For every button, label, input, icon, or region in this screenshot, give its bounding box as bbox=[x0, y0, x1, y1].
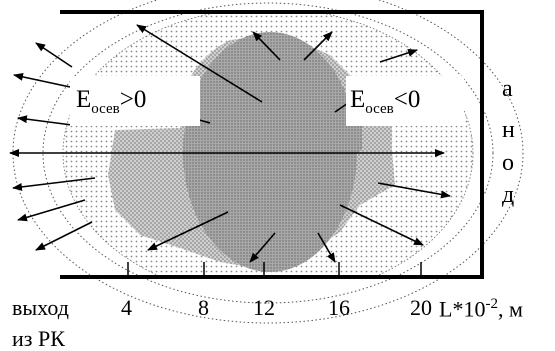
axis-unit-exponent: -2 bbox=[485, 296, 498, 312]
field-label-positive-rel: >0 bbox=[119, 86, 147, 113]
field-arrow bbox=[17, 115, 73, 126]
anode-letter: н bbox=[502, 117, 515, 143]
core-bump bbox=[340, 125, 362, 160]
field-label-negative: Eосев<0 bbox=[346, 76, 464, 126]
field-arrow bbox=[35, 42, 73, 68]
anode-letter: о bbox=[502, 150, 514, 176]
field-label-negative-symbol: E bbox=[350, 86, 366, 113]
field-arrow bbox=[35, 221, 93, 251]
field-arrow bbox=[17, 199, 86, 222]
field-label-positive: Eосев>0 bbox=[70, 76, 200, 126]
outer-ellipse-2 bbox=[42, 2, 494, 304]
field-arrow bbox=[13, 72, 71, 88]
tick-label: 4 bbox=[121, 295, 132, 320]
field-arrow bbox=[339, 204, 424, 246]
field-arrow bbox=[136, 24, 263, 103]
field-label-negative-rel: <0 bbox=[393, 86, 421, 113]
field-arrow bbox=[317, 232, 336, 263]
field-arrow bbox=[303, 31, 333, 61]
axis-exit-label-line2: из РК bbox=[12, 326, 65, 351]
field-arrow bbox=[379, 48, 418, 63]
field-arrow bbox=[249, 232, 276, 263]
outer-ellipse-1 bbox=[12, 0, 524, 324]
field-arrow bbox=[147, 211, 229, 251]
axis-ticks bbox=[127, 262, 422, 277]
axis-unit-label: L*10-2, м bbox=[439, 297, 523, 320]
field-label-positive-symbol: E bbox=[76, 86, 92, 113]
tick-label: 20 bbox=[410, 295, 432, 320]
field-label-positive-sub: осев bbox=[91, 101, 120, 117]
tick-label: 12 bbox=[253, 295, 275, 320]
field-arrow bbox=[377, 182, 451, 199]
dense-core bbox=[183, 32, 357, 272]
axis-exit-label-line1: выход bbox=[12, 295, 69, 320]
field-arrow bbox=[252, 31, 281, 61]
tick-label: 16 bbox=[328, 295, 350, 320]
anode-letter: а bbox=[502, 76, 513, 102]
axis-unit-prefix: L*10 bbox=[439, 296, 486, 322]
axis-unit-suffix: , м bbox=[497, 296, 523, 322]
anode-letter: д bbox=[502, 182, 515, 208]
field-arrow bbox=[12, 177, 96, 191]
tick-label: 8 bbox=[198, 295, 209, 320]
field-label-negative-sub: осев bbox=[365, 101, 394, 117]
